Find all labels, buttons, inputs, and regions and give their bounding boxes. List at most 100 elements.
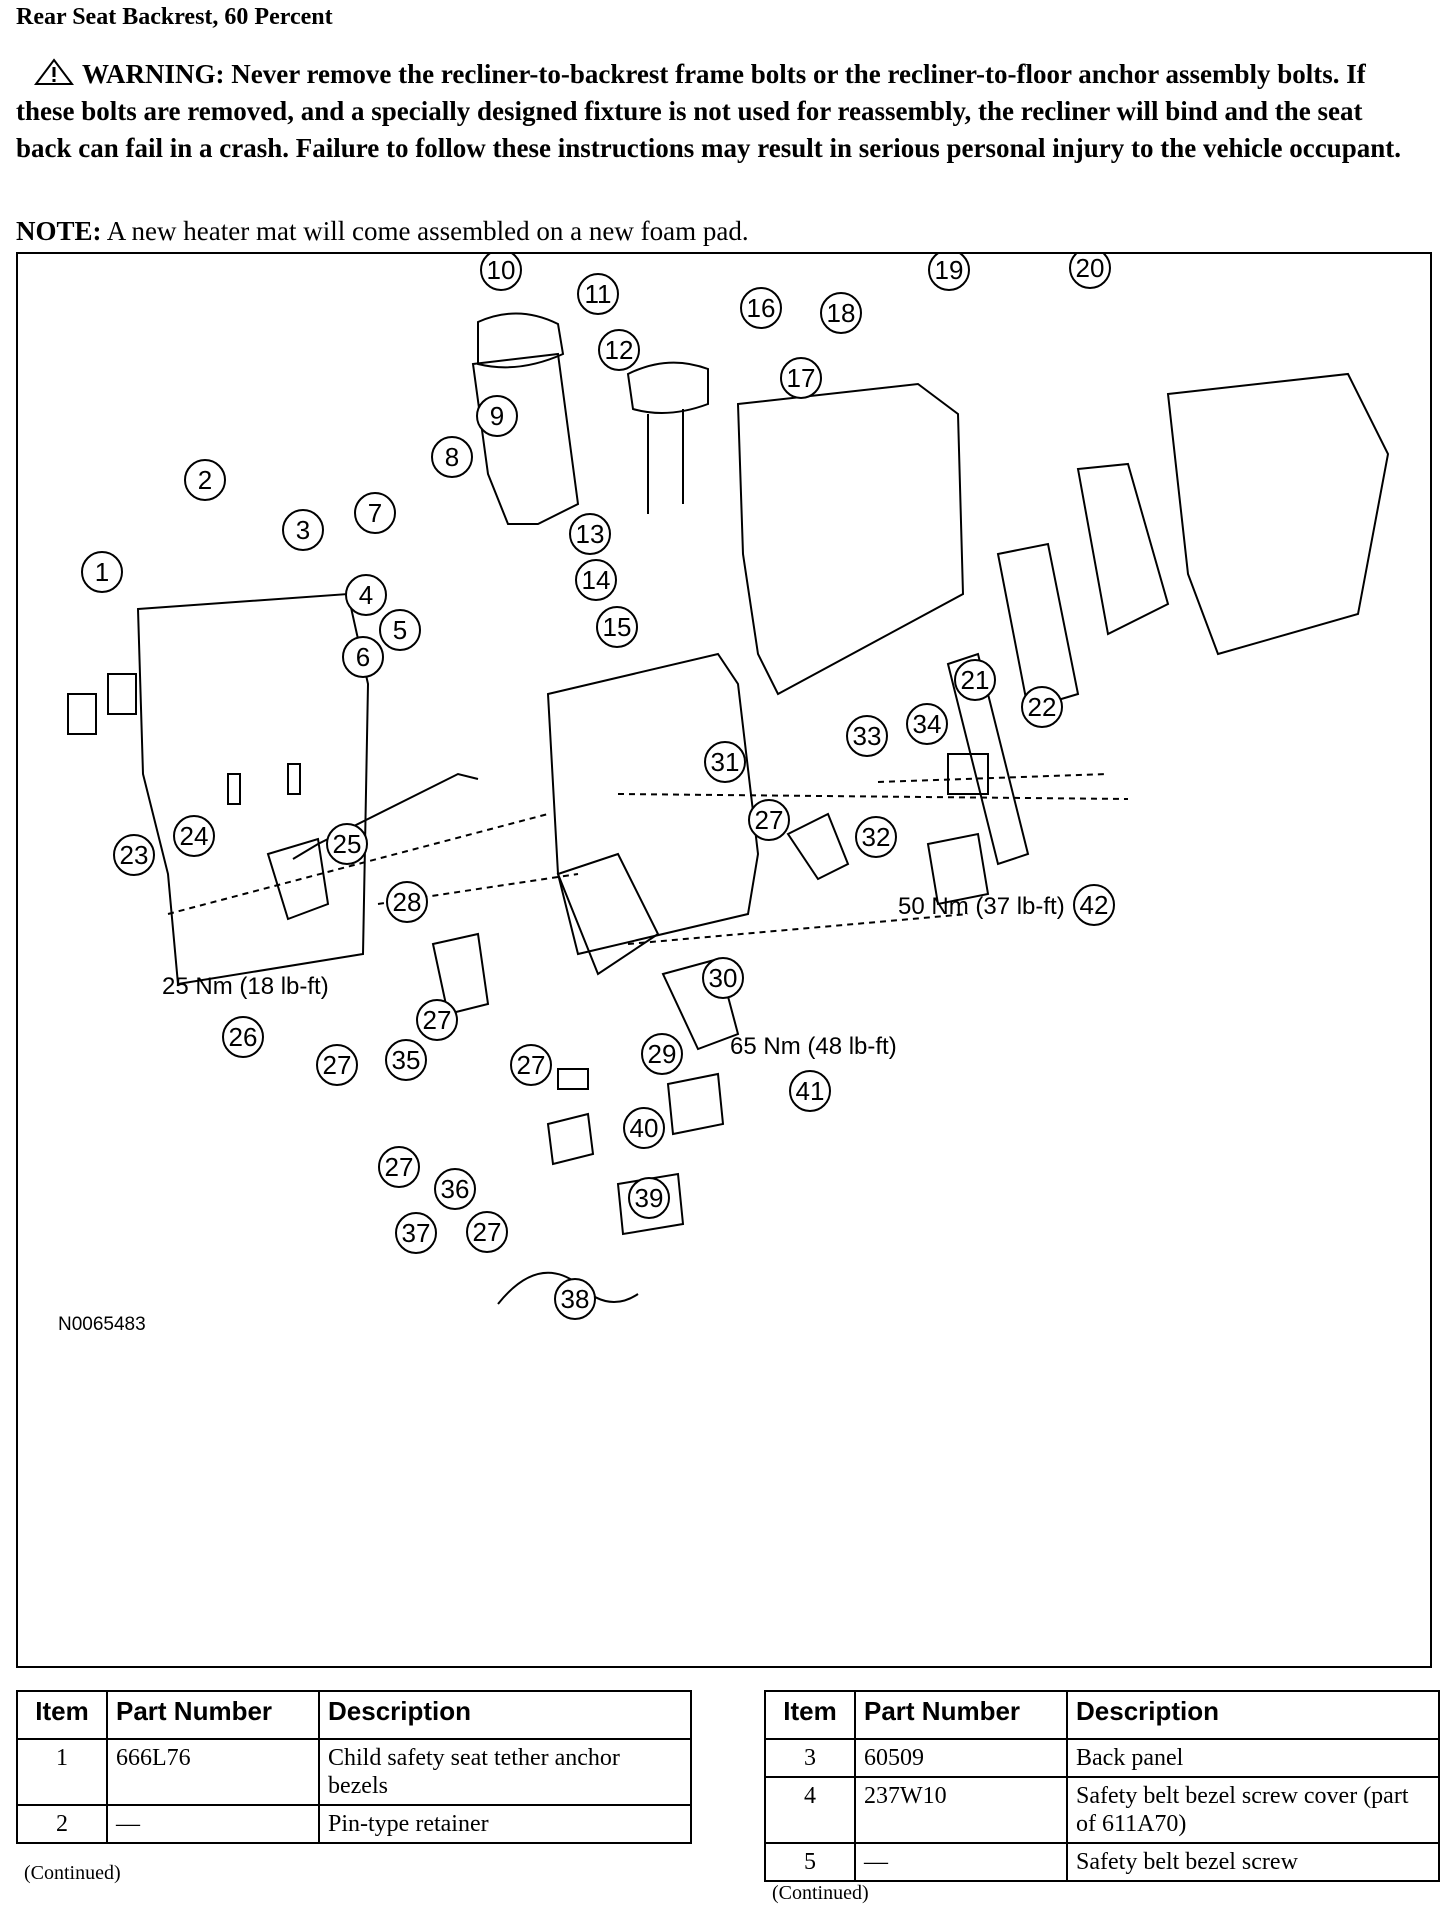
callout-20: 20: [1076, 254, 1105, 283]
heater-mat-part: [996, 542, 1080, 711]
backrest-side-panel-part: [471, 352, 580, 525]
callout-9: 9: [490, 401, 504, 431]
callout-29: 29: [648, 1039, 677, 1069]
callout-27: 27: [323, 1050, 352, 1080]
back-panel-slot: [287, 763, 301, 795]
callout-39: 39: [635, 1183, 664, 1213]
bezel-28-part: [431, 932, 490, 1016]
item-number: 3: [764, 1738, 856, 1778]
bezel-32-part: [926, 832, 990, 906]
parts-table-right: Item Part Number Description 3 60509 Bac…: [764, 1690, 1440, 1882]
part-number: 60509: [854, 1738, 1068, 1778]
callout-27: 27: [473, 1217, 502, 1247]
bezel-24-part: [266, 837, 330, 921]
part-number: —: [854, 1842, 1068, 1882]
callout-14: 14: [582, 565, 611, 595]
callout-27: 27: [755, 805, 784, 835]
description: Safety belt bezel screw cover (part of 6…: [1066, 1776, 1440, 1844]
col-part-number: Part Number: [106, 1690, 320, 1740]
callout-27: 27: [423, 1005, 452, 1035]
callout-4: 4: [359, 580, 373, 610]
warning-text: WARNING: Never remove the recliner-to-ba…: [16, 59, 1401, 163]
col-part-number: Part Number: [854, 1690, 1068, 1740]
callout-8: 8: [445, 442, 459, 472]
callout-3: 3: [296, 515, 310, 545]
callout-7: 7: [368, 498, 382, 528]
table-row: 5 — Safety belt bezel screw: [764, 1842, 1440, 1882]
callout-42: 42: [1080, 890, 1109, 920]
headrest-part: [477, 312, 565, 369]
callout-31: 31: [711, 747, 740, 777]
callout-23: 23: [120, 840, 149, 870]
part-36: [546, 1112, 595, 1166]
col-item: Item: [764, 1690, 856, 1740]
item-number: 2: [16, 1804, 108, 1844]
foam-pad-part: [736, 382, 965, 696]
callout-15: 15: [603, 612, 632, 642]
callout-34: 34: [913, 709, 942, 739]
callout-28: 28: [393, 887, 422, 917]
callout-27: 27: [517, 1050, 546, 1080]
parts-table-left: Item Part Number Description 1 666L76 Ch…: [16, 1690, 692, 1844]
item-number: 5: [764, 1842, 856, 1882]
table-row: 2 — Pin-type retainer: [16, 1804, 692, 1844]
rod-part: [292, 772, 479, 860]
torque-spec-41: 65 Nm (48 lb-ft): [730, 1033, 897, 1060]
table-header-row: Item Part Number Description: [764, 1690, 1440, 1740]
callout-35: 35: [392, 1045, 421, 1075]
callout-11: 11: [585, 279, 612, 309]
col-description: Description: [1066, 1690, 1440, 1740]
callout-40: 40: [630, 1113, 659, 1143]
backrest-frame-part: [546, 652, 760, 956]
note-block: NOTE: A new heater mat will come assembl…: [16, 216, 749, 247]
backrest-panel-part: [1076, 462, 1170, 636]
seat-backrest-exploded-diagram: 1 2 3 4 5 6 7 8 9 10 11 12 13 14 15 16 1…: [58, 254, 1390, 1335]
tether-bezel-part: [107, 673, 137, 715]
callout-21: 21: [961, 665, 990, 695]
table-header-row: Item Part Number Description: [16, 1690, 692, 1740]
callout-32: 32: [862, 822, 891, 852]
bezel-29-part: [661, 957, 740, 1051]
table-row: 4 237W10 Safety belt bezel screw cover (…: [764, 1776, 1440, 1844]
figure-id: N0065483: [58, 1314, 146, 1335]
continued-label-left: (Continued): [24, 1862, 121, 1884]
recliner-part: [556, 852, 660, 976]
callout-22: 22: [1028, 692, 1057, 722]
callout-41: 41: [796, 1076, 825, 1106]
note-label: NOTE:: [16, 216, 102, 246]
callout-24: 24: [180, 821, 209, 851]
callout-13: 13: [576, 519, 605, 549]
description: Safety belt bezel screw: [1066, 1842, 1440, 1882]
part-40: [666, 1072, 725, 1136]
item-number: 4: [764, 1776, 856, 1844]
callout-18: 18: [827, 298, 856, 328]
exploded-view-figure: 1 2 3 4 5 6 7 8 9 10 11 12 13 14 15 16 1…: [16, 252, 1432, 1668]
callout-36: 36: [441, 1174, 470, 1204]
warning-triangle-icon: [34, 58, 74, 85]
tether-bezel-part: [67, 693, 97, 735]
callout-16: 16: [747, 293, 776, 323]
note-text: A new heater mat will come assembled on …: [106, 216, 749, 246]
torque-spec-26: 25 Nm (18 lb-ft): [162, 973, 329, 1000]
callout-10: 10: [487, 255, 516, 285]
col-description: Description: [318, 1690, 692, 1740]
torque-spec-42: 50 Nm (37 lb-ft): [898, 893, 1065, 920]
description: Child safety seat tether anchor bezels: [318, 1738, 692, 1806]
part-39: [616, 1172, 685, 1236]
part-number: 666L76: [106, 1738, 320, 1806]
col-item: Item: [16, 1690, 108, 1740]
callout-25: 25: [333, 829, 362, 859]
part-number: —: [106, 1804, 320, 1844]
part-35: [557, 1068, 589, 1090]
description: Pin-type retainer: [318, 1804, 692, 1844]
callout-labels: 1 2 3 4 5 6 7 8 9 10 11 12 13 14 15 16 1…: [95, 254, 1109, 1314]
callout-19: 19: [935, 255, 964, 285]
callout-6: 6: [356, 642, 370, 672]
callout-33: 33: [853, 721, 882, 751]
callout-17: 17: [787, 363, 816, 393]
continued-label-right: (Continued): [772, 1882, 869, 1904]
seat-cover-part: [1166, 372, 1390, 656]
table-row: 3 60509 Back panel: [764, 1738, 1440, 1778]
back-panel-part: [136, 592, 370, 986]
table-row: 1 666L76 Child safety seat tether anchor…: [16, 1738, 692, 1806]
